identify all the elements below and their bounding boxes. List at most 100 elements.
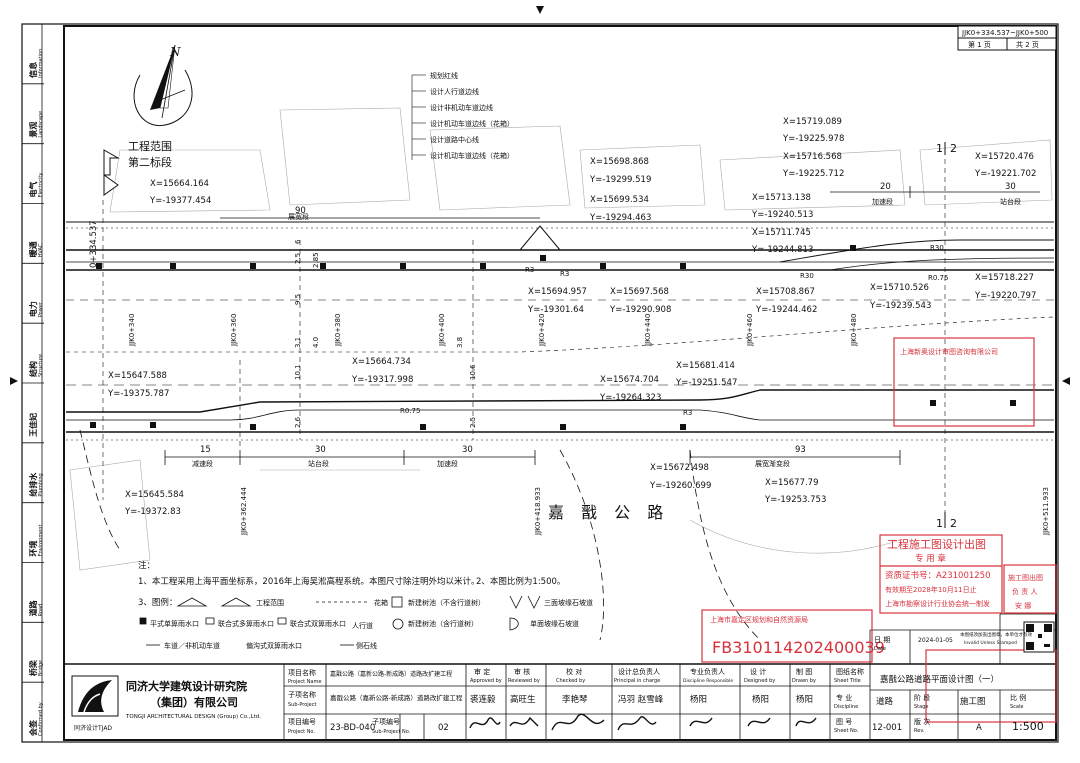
segment-label: 加速段 bbox=[437, 459, 458, 468]
station-label: JJK0+511.933 bbox=[1042, 487, 1050, 536]
coord-y: Y=-19251.547 bbox=[675, 378, 737, 388]
approved-en: Approved by bbox=[470, 678, 502, 684]
coord-x: X=15718.227 bbox=[975, 273, 1034, 283]
road-markers bbox=[90, 245, 1016, 430]
coord-x: X=15647.588 bbox=[108, 371, 167, 381]
page-total: 共 2 页 bbox=[1016, 40, 1039, 49]
red-stamps bbox=[701, 337, 1057, 723]
stamp-subtitle: 专 用 章 bbox=[915, 553, 946, 564]
station-label: JJK0+360 bbox=[230, 314, 238, 347]
strip-label-2: 电气 bbox=[28, 182, 38, 198]
strip-label-8: 环境 bbox=[28, 541, 38, 557]
segment-label: 站台段 bbox=[308, 459, 329, 468]
rev-label: 版 次 bbox=[914, 717, 930, 726]
station-label: JJK0+418.933 bbox=[534, 487, 542, 536]
radius-label: R30 bbox=[800, 272, 814, 280]
legend-text: 三面坡缘石坡道 bbox=[544, 598, 593, 607]
width-label: 10.1 bbox=[294, 364, 302, 380]
radius-label: R0.75 bbox=[400, 407, 420, 415]
dim-label: 30 bbox=[315, 445, 326, 455]
tjad-logo bbox=[71, 675, 119, 717]
legend-text: 花箱 bbox=[374, 598, 388, 607]
scale: 1:500 bbox=[1012, 720, 1044, 733]
reviewed-en: Reviewed by bbox=[508, 678, 540, 684]
coord-x: X=15716.568 bbox=[783, 152, 842, 162]
legend-line-4: 设计机动车道边线（花箱） bbox=[430, 119, 514, 128]
radius-label: R3 bbox=[525, 266, 534, 274]
discipline-label: 专 业 bbox=[836, 693, 852, 702]
checked-en: Checked by bbox=[556, 678, 585, 684]
right-center-arrow bbox=[1062, 377, 1070, 385]
coord-x: X=15713.138 bbox=[752, 193, 811, 203]
station-label: JJK0+440 bbox=[644, 314, 652, 347]
discipline-en: Discipline bbox=[834, 704, 858, 710]
radius-label: R3 bbox=[560, 270, 569, 278]
strip-label-4: 电力 bbox=[28, 301, 38, 317]
coord-y: Y=-19317.998 bbox=[351, 375, 413, 385]
page-current: 第 1 页 bbox=[968, 40, 991, 49]
strip-label-en-2: Electricity bbox=[38, 173, 44, 198]
drawn-label: 制 图 bbox=[796, 667, 812, 676]
width-label: 2.85 bbox=[312, 252, 320, 268]
coord-x: X=15674.704 bbox=[600, 375, 659, 385]
legend-line-3: 设计非机动车道边线 bbox=[430, 103, 493, 112]
notes-symbols bbox=[139, 595, 541, 646]
audit-stamp-text: 上海新奥设计审图咨询有限公司 bbox=[900, 347, 998, 356]
width-label: 2.5 bbox=[469, 417, 477, 428]
designed-en: Designed by bbox=[744, 678, 775, 684]
coord-x: X=15720.476 bbox=[975, 152, 1034, 162]
segment-label: 展宽渐变段 bbox=[755, 459, 790, 468]
sub-project: 嘉戬公路（嘉新公路-新成路）道路改扩建工程 bbox=[330, 693, 463, 702]
legend-text: 新建树池（含行道树） bbox=[408, 619, 478, 628]
project-no-en: Project No. bbox=[288, 729, 315, 735]
segment-label: 加速段 bbox=[872, 197, 893, 206]
legend-text: 工程范围 bbox=[256, 598, 284, 607]
segment-label: 站台段 bbox=[1000, 197, 1021, 206]
note-3: 3、图例： bbox=[138, 597, 177, 608]
stamp-valid: 有效期至2028年10月11日止 bbox=[885, 585, 977, 594]
designed-label: 设 计 bbox=[750, 667, 766, 676]
top-center-arrow bbox=[536, 6, 544, 14]
reviewed-name: 高旺生 bbox=[510, 694, 536, 705]
strip-label-11: 会签 bbox=[28, 719, 38, 736]
date-en: Date bbox=[874, 646, 886, 652]
sub-project-en: Sub-Project bbox=[288, 702, 316, 708]
coord-y: Y=-19244.813 bbox=[751, 245, 813, 255]
station-label: JJK0+420 bbox=[538, 314, 546, 347]
strip-label-en-1: Landscape bbox=[38, 111, 44, 138]
coord-y: Y=-19301.64 bbox=[527, 305, 584, 315]
coord-y: Y=-19244.462 bbox=[755, 305, 817, 315]
date: 2024-01-05 bbox=[918, 637, 953, 644]
sheet-title-en: Sheet Title bbox=[834, 678, 861, 684]
strip-label-7: 给排水 bbox=[28, 472, 38, 497]
signatures bbox=[469, 713, 817, 731]
strip-label-en-8: Environment bbox=[38, 525, 44, 557]
width-label: 10.6 bbox=[469, 364, 477, 380]
strip-label-1: 景观 bbox=[28, 122, 38, 138]
scale-en: Scale bbox=[1010, 704, 1023, 710]
company-name: 同济大学建筑设计研究院 bbox=[126, 679, 247, 693]
strip-label-9: 道路 bbox=[28, 599, 38, 616]
qr-code-icon bbox=[1023, 621, 1055, 653]
legend-line-2: 设计人行道边线 bbox=[430, 87, 479, 96]
principal-name: 冯羽 赵雪峰 bbox=[618, 694, 664, 705]
stamp-assoc: 上海市勘察设计行业协会统一制发 bbox=[885, 599, 990, 608]
radius-label: R3 bbox=[683, 409, 692, 417]
coord-x: X=15697.568 bbox=[610, 287, 669, 297]
stage-en: Stage bbox=[914, 704, 928, 710]
sheet-no-label: 图 号 bbox=[836, 718, 852, 726]
road-name: 嘉 戬 公 路 bbox=[548, 503, 669, 522]
coord-y: Y=-19225.978 bbox=[782, 134, 844, 144]
dim-label: 90 bbox=[295, 206, 306, 216]
background-topography bbox=[69, 107, 1053, 571]
discipline: 道路 bbox=[876, 696, 894, 707]
dim-label: 20 bbox=[880, 182, 891, 192]
legend-line-1: 规划红线 bbox=[430, 71, 458, 80]
coord-y: Y=-19299.519 bbox=[589, 175, 651, 185]
discipline-resp-label: 专业负责人 bbox=[690, 667, 725, 676]
sub-no-en: Sub-Project No. bbox=[372, 729, 411, 735]
legend-text: 人行道 bbox=[352, 621, 373, 630]
coord-y: Y=-19221.702 bbox=[974, 169, 1036, 179]
